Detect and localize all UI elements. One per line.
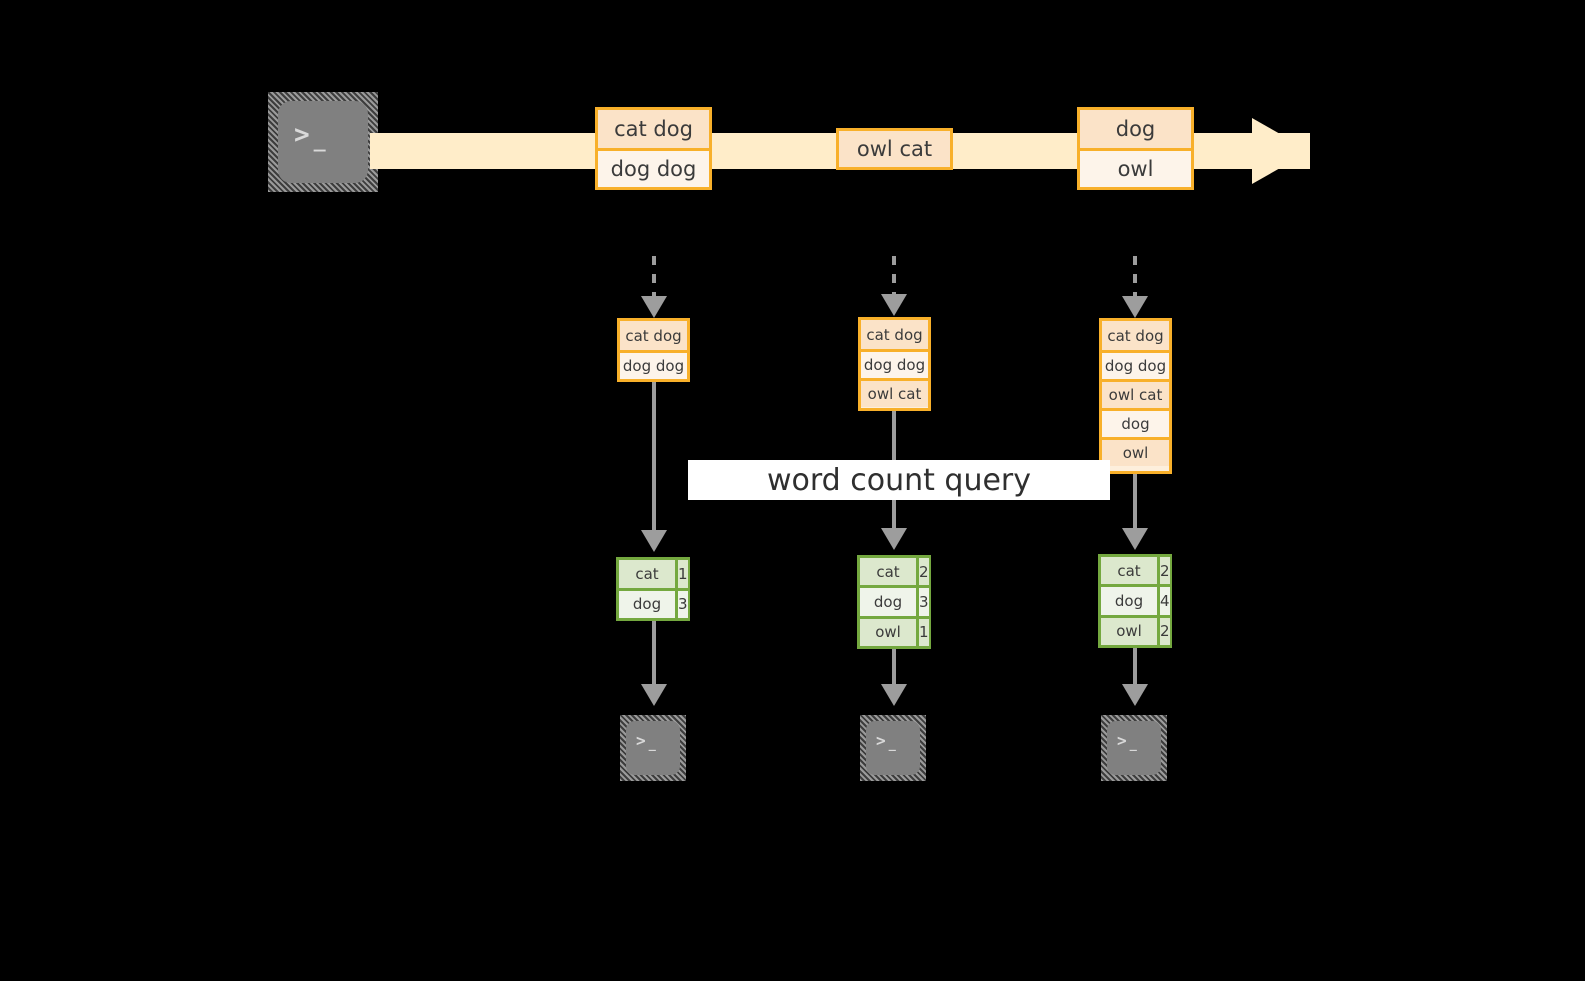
table-row: dog 4 [1101, 584, 1170, 615]
batch-input-line: cat dog [861, 320, 928, 349]
batch-input-line: owl cat [861, 378, 928, 407]
stream-record-line: dog [1080, 110, 1191, 148]
result-word: owl [860, 618, 916, 646]
result-word: dog [619, 590, 675, 618]
terminal-body [866, 721, 920, 775]
sink-terminal-icon-2: >_ [860, 715, 926, 781]
arrowhead-icon [881, 294, 907, 316]
table-row: cat 2 [1101, 557, 1170, 585]
table-row: owl 1 [860, 615, 929, 646]
terminal-body [626, 721, 680, 775]
stream-arrowhead-icon [1252, 118, 1310, 184]
table-row: owl 2 [1101, 614, 1170, 645]
arrowhead-icon [881, 528, 907, 550]
batch-input-line: dog dog [1102, 350, 1169, 379]
result-word: dog [1101, 587, 1157, 615]
arrowhead-icon [1122, 296, 1148, 318]
arrowhead-icon [641, 684, 667, 706]
result-word: cat [860, 558, 916, 586]
stream-record-line: cat dog [598, 110, 709, 148]
arrowhead-icon [641, 296, 667, 318]
source-terminal-icon: >_ [268, 92, 378, 192]
result-count: 3 [675, 590, 688, 618]
stream-record-1: cat dog dog dog [595, 107, 712, 190]
stream-to-batch-connector-3 [1133, 256, 1137, 300]
stream-record-line: owl cat [839, 131, 950, 167]
batch-to-result-connector-1 [652, 382, 656, 534]
table-row: dog 3 [619, 587, 688, 618]
result-count: 2 [916, 558, 929, 586]
terminal-prompt-glyph: >_ [636, 731, 656, 752]
stream-record-line: owl [1080, 148, 1191, 187]
stream-record-2: owl cat [836, 128, 953, 170]
arrowhead-icon [1122, 684, 1148, 706]
stream-to-batch-connector-1 [652, 256, 656, 300]
batch-input-1: cat dog dog dog [617, 318, 690, 382]
batch-input-line: dog dog [620, 350, 687, 379]
sink-terminal-icon-1: >_ [620, 715, 686, 781]
batch-input-3: cat dog dog dog owl cat dog owl [1099, 318, 1172, 474]
result-count: 1 [916, 618, 929, 646]
terminal-body [1107, 721, 1161, 775]
stream-record-3: dog owl [1077, 107, 1194, 190]
batch-input-line: owl cat [1102, 379, 1169, 408]
result-count: 2 [1157, 557, 1170, 585]
arrowhead-icon [1122, 528, 1148, 550]
result-table-3: cat 2 dog 4 owl 2 [1098, 554, 1172, 648]
terminal-prompt-glyph: >_ [294, 120, 326, 152]
batch-input-line: cat dog [1102, 321, 1169, 350]
result-table-1: cat 1 dog 3 [616, 557, 690, 621]
result-to-sink-connector-3 [1133, 648, 1137, 688]
query-label: word count query [688, 460, 1110, 500]
table-row: dog 3 [860, 585, 929, 616]
batch-input-line: owl [1102, 437, 1169, 466]
terminal-body [278, 101, 368, 183]
result-word: cat [1101, 557, 1157, 585]
arrowhead-icon [641, 530, 667, 552]
result-word: owl [1101, 617, 1157, 645]
result-count: 2 [1157, 617, 1170, 645]
sink-terminal-icon-3: >_ [1101, 715, 1167, 781]
result-count: 4 [1157, 587, 1170, 615]
result-table-2: cat 2 dog 3 owl 1 [857, 555, 931, 649]
result-word: cat [619, 560, 675, 588]
result-count: 1 [675, 560, 688, 588]
result-word: dog [860, 588, 916, 616]
result-count: 3 [916, 588, 929, 616]
table-row: cat 1 [619, 560, 688, 588]
table-row: cat 2 [860, 558, 929, 586]
result-to-sink-connector-1 [652, 621, 656, 688]
arrowhead-icon [881, 684, 907, 706]
batch-input-line: cat dog [620, 321, 687, 350]
batch-input-2: cat dog dog dog owl cat [858, 317, 931, 411]
batch-input-line: dog dog [861, 349, 928, 378]
terminal-prompt-glyph: >_ [876, 731, 896, 752]
batch-to-result-connector-3 [1133, 474, 1137, 532]
stream-record-line: dog dog [598, 148, 709, 187]
stream-to-batch-connector-2 [892, 256, 896, 300]
batch-input-line: dog [1102, 408, 1169, 437]
terminal-prompt-glyph: >_ [1117, 731, 1137, 752]
result-to-sink-connector-2 [892, 649, 896, 688]
